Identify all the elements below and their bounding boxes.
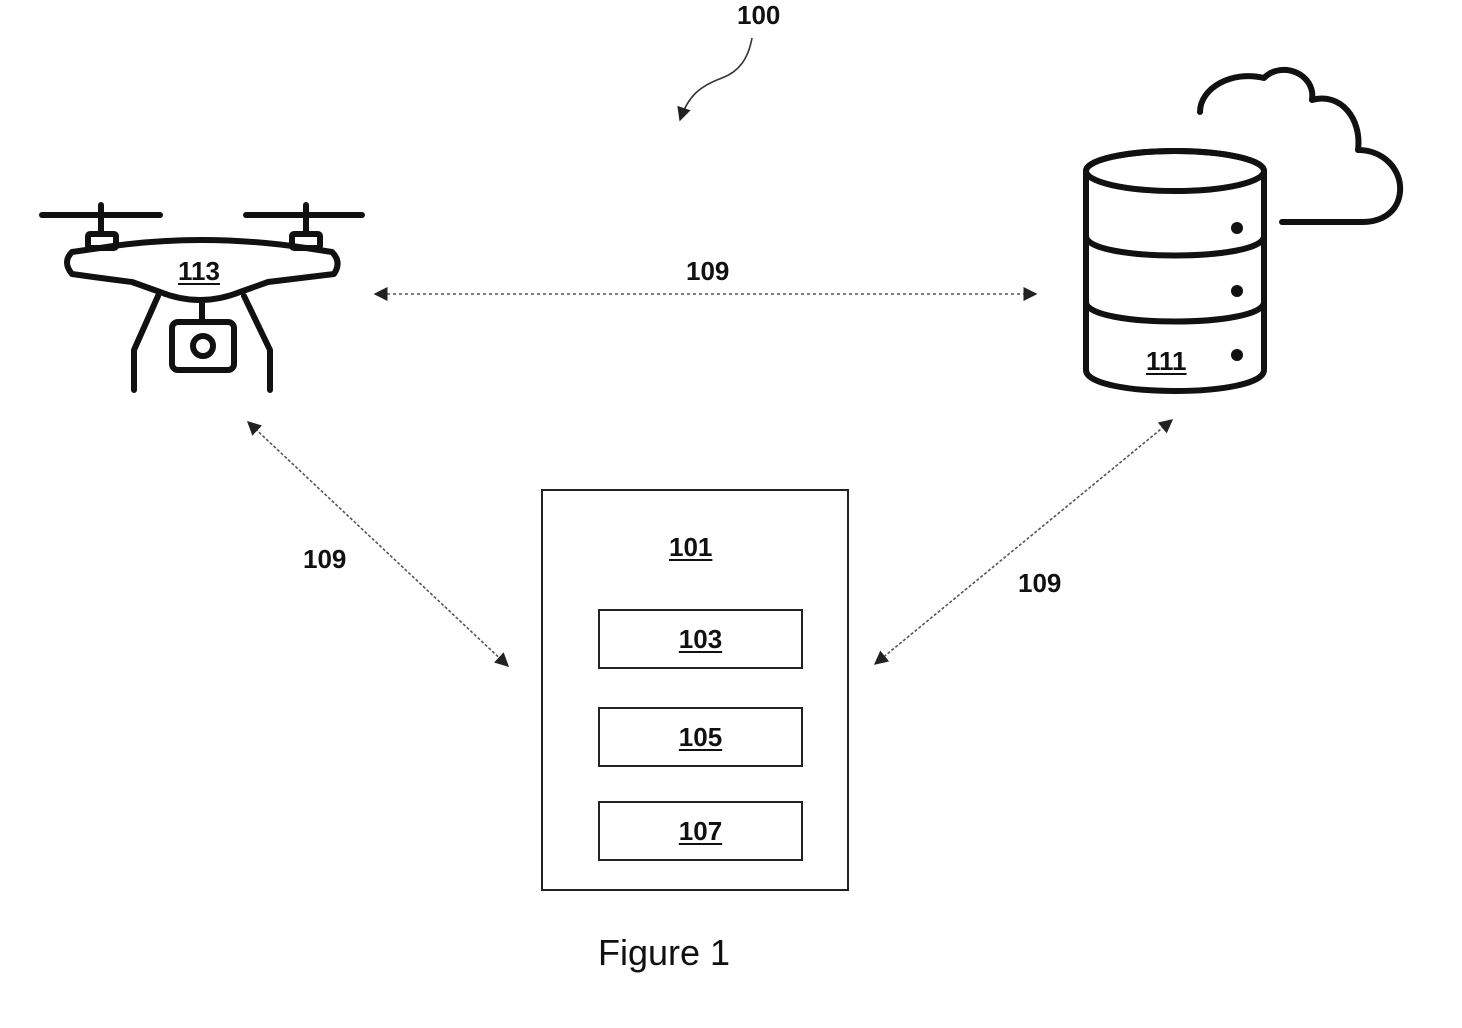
link-database-server xyxy=(875,420,1172,664)
drone-icon xyxy=(42,205,362,390)
link-drone-server xyxy=(248,422,508,666)
database-reference-label: 111 xyxy=(1146,348,1187,374)
module-box-105: 105 xyxy=(598,707,803,767)
link-label-drone-database: 109 xyxy=(686,258,729,284)
figure-caption: Figure 1 xyxy=(598,932,730,974)
module-reference-label: 107 xyxy=(679,816,722,847)
link-label-drone-server: 109 xyxy=(303,546,346,572)
module-reference-label: 103 xyxy=(679,624,722,655)
server-box: 101 103 105 107 xyxy=(541,489,849,891)
server-reference-label: 101 xyxy=(669,534,712,560)
module-box-107: 107 xyxy=(598,801,803,861)
link-label-database-server: 109 xyxy=(1018,570,1061,596)
database-cloud-icon xyxy=(1086,70,1400,391)
module-reference-label: 105 xyxy=(679,722,722,753)
module-box-103: 103 xyxy=(598,609,803,669)
system-reference-label: 100 xyxy=(737,2,780,28)
drone-reference-label: 113 xyxy=(178,258,220,284)
reference-arrow xyxy=(680,38,752,120)
